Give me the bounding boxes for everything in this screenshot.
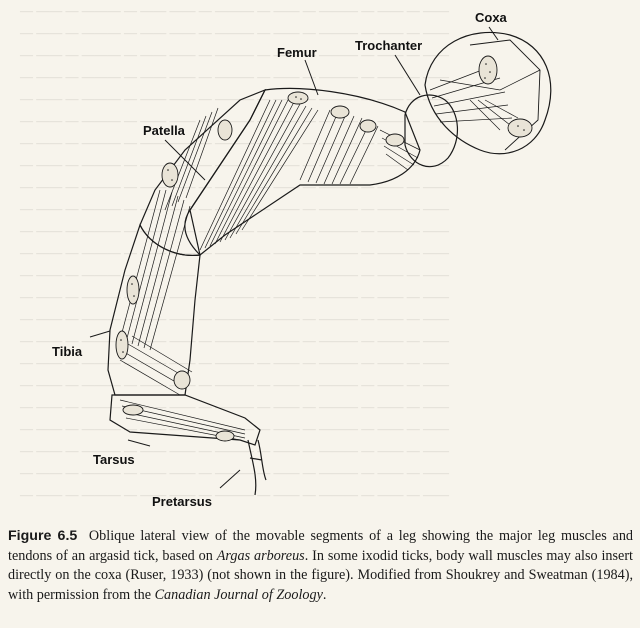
label-pretarsus: Pretarsus (152, 494, 212, 509)
pretarsus-outline (247, 439, 267, 496)
tarsus-outline (109, 394, 261, 446)
bleed-line: — —— — ——— — —— —— — ——— — —— — ——— — ——… (20, 355, 449, 370)
bleed-line: — —— — ——— — —— —— — ——— — —— — ——— — ——… (20, 465, 449, 480)
bleed-line: — —— — ——— — —— —— — ——— — —— — ——— — ——… (20, 443, 449, 458)
bleed-line: — —— — ——— — —— —— — ——— — —— — ——— — ——… (20, 487, 449, 502)
bleed-line: — —— — ——— — —— —— — ——— — —— — ——— — ——… (20, 47, 449, 62)
label-tibia: Tibia (52, 344, 83, 359)
femur-outline (184, 87, 421, 256)
caption-text-3: . (322, 586, 327, 603)
bleed-line: — —— — ——— — —— —— — ——— — —— — ——— — ——… (20, 201, 449, 216)
label-tarsus: Tarsus (93, 452, 135, 467)
caption-journal: Canadian Journal of Zoology (154, 586, 323, 603)
muscle-fibers (119, 64, 519, 441)
bleed-line: — —— — ——— — —— —— — ——— — —— — ——— — ——… (20, 377, 449, 392)
bleed-line: — —— — ——— — —— —— — ——— — —— — ——— — ——… (20, 421, 449, 436)
coxa-outline (424, 31, 552, 155)
caption-species: Argas arboreus (216, 547, 305, 564)
bleed-line: — —— — ——— — —— —— — ——— — —— — ——— — ——… (20, 245, 449, 260)
tendon-plates (115, 55, 533, 442)
trochanter-outline (404, 94, 459, 168)
label-femur: Femur (277, 45, 317, 60)
tibia-outline (107, 223, 201, 396)
bleed-line: — —— — ——— — —— —— — ——— — —— — ——— — ——… (20, 3, 449, 18)
bleed-line: — —— — ——— — —— —— — ——— — —— — ——— — ——… (20, 157, 449, 172)
bleed-line: — —— — ——— — —— —— — ——— — —— — ——— — ——… (20, 311, 449, 326)
bleed-line: — —— — ——— — —— —— — ——— — —— — ——— — ——… (20, 267, 449, 282)
caption-text-2: . In some ixodid ticks, body wall muscle… (8, 547, 633, 603)
label-coxa: Coxa (475, 10, 507, 25)
caption-text-1: Oblique lateral view of the movable segm… (8, 528, 634, 564)
leg-illustration (89, 26, 552, 496)
bleed-line: — —— — ——— — —— —— — ——— — —— — ——— — ——… (20, 69, 449, 84)
figure-caption: Figure 6.5 Oblique lateral view of the m… (8, 527, 633, 605)
figure-number: Figure 6.5 (8, 528, 78, 544)
bleed-line: — —— — ——— — —— —— — ——— — —— — ——— — ——… (20, 91, 449, 106)
leader-lines (89, 26, 499, 489)
label-trochanter: Trochanter (355, 38, 423, 53)
label-patella: Patella (143, 123, 185, 138)
stipple-dots (120, 63, 525, 353)
bleed-line: — —— — ——— — —— —— — ——— — —— — ——— — ——… (20, 25, 449, 40)
